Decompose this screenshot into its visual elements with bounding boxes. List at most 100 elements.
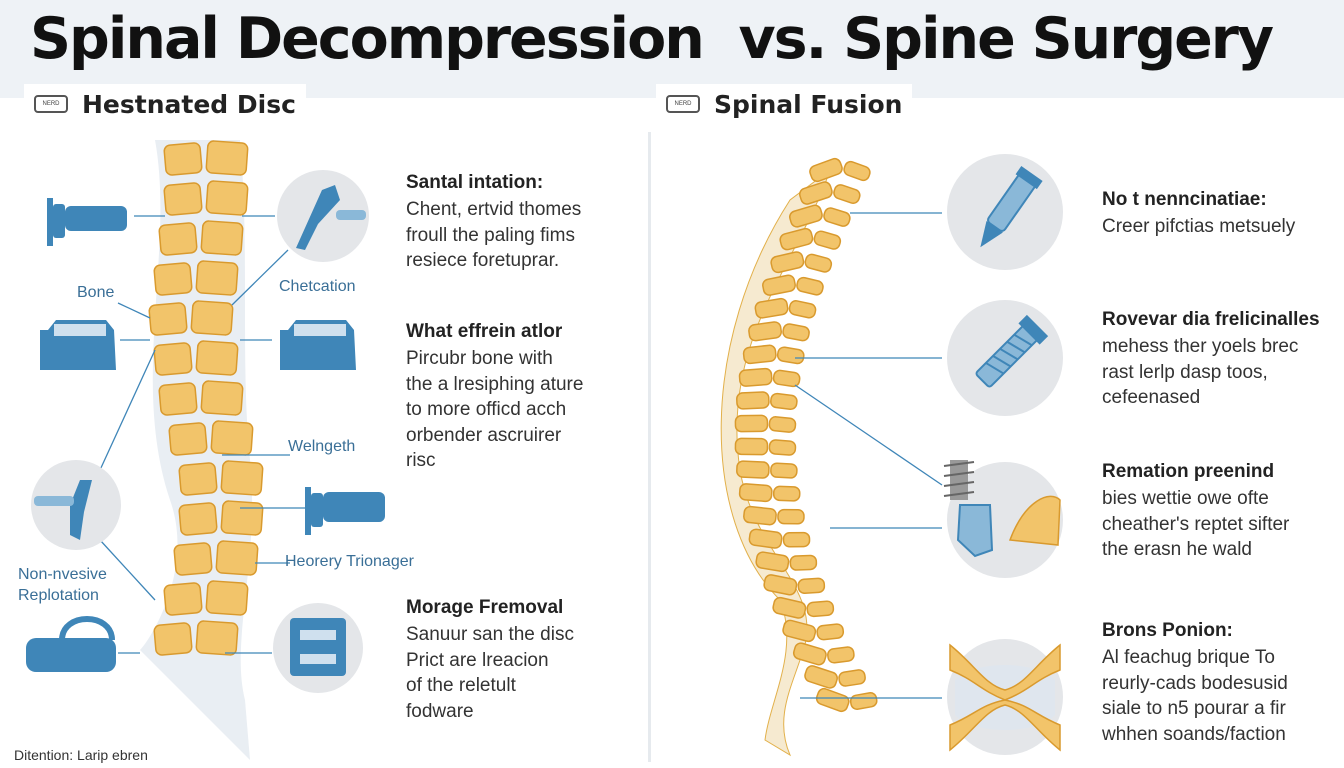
left-block-line: Chent, ertvid thomes [406, 199, 582, 220]
right-vertebra [772, 485, 801, 502]
right-vertebra [796, 276, 824, 296]
right-block-line: the erasn he wald [1102, 539, 1252, 560]
right-vertebra [763, 574, 798, 596]
left-vertebra [205, 580, 249, 616]
left-vertebra [153, 622, 193, 656]
right-vertebra [827, 646, 855, 664]
right-block-heading: Remation preenind [1102, 461, 1275, 482]
right-block-line: whhen soands/faction [1102, 723, 1286, 745]
left-block-heading: Morage Fremoval [406, 597, 564, 618]
right-panel-heading: NERD Spinal Fusion [656, 84, 913, 124]
left-block-line: froull the paling fims [406, 224, 575, 246]
left-block-line: the a lresiphing ature [406, 373, 584, 395]
car-icon [280, 320, 356, 370]
label-welngeth: Welngeth [288, 438, 356, 455]
left-vertebra [163, 182, 203, 216]
left-block-line: to more officd acch [406, 399, 567, 420]
right-block: Remation preenind bies wettie owe ofte che… [1102, 461, 1289, 563]
left-circle-icons [31, 170, 369, 693]
left-vertebra [178, 462, 218, 496]
left-block-heading: Santal intation: [406, 172, 544, 193]
left-tag-icon: NERD [34, 95, 68, 113]
left-vertebra [163, 582, 203, 616]
right-vertebra [768, 439, 797, 456]
right-vertebra [789, 204, 823, 228]
left-block-line: resiece foretuprar. [406, 250, 560, 271]
right-vertebra [779, 227, 814, 251]
left-vertebra [205, 180, 249, 216]
left-block-line: Prict are lreacion [406, 649, 549, 671]
right-heading-label: Spinal Fusion [714, 89, 903, 119]
left-vertebra [205, 140, 249, 176]
left-vertebra [190, 300, 234, 336]
left-panel-heading: NERD Hestnated Disc [24, 84, 306, 124]
right-block-line: reurly-cads bodesusid [1102, 672, 1288, 694]
right-vertebra [816, 623, 845, 641]
left-vertebra [148, 302, 188, 336]
right-vertebra [798, 181, 833, 205]
left-vertebra [200, 220, 244, 256]
left-vertebra [220, 460, 264, 496]
panel-divider [648, 132, 651, 762]
left-vertebra [153, 262, 193, 296]
left-block-line: of the reletult [406, 675, 516, 696]
left-vertebra [210, 420, 254, 456]
left-vertebra [178, 502, 218, 536]
left-vertebra [220, 500, 264, 536]
right-vertebra [768, 416, 797, 433]
right-vertebra [754, 297, 789, 319]
right-circle-icons [943, 154, 1063, 755]
right-vertebra [782, 323, 810, 342]
right-tag-icon: NERD [666, 95, 700, 113]
left-block-line: fodware [406, 700, 474, 722]
caption: Ditention: Larip ebren [14, 747, 148, 763]
right-block-line: siale to n5 pourar a fir [1102, 698, 1286, 719]
left-block-line: orbender ascruirer [406, 424, 562, 446]
syringe-icon [305, 487, 385, 535]
right-vertebra [815, 687, 850, 713]
label-heorery: Heorery Trionager [285, 553, 414, 570]
left-block-line: Pircubr bone with [406, 348, 553, 369]
left-vertebra [195, 620, 239, 656]
left-vertebra [163, 142, 203, 176]
car-icon [40, 320, 116, 370]
right-block-line: bies wettie owe ofte [1102, 488, 1269, 509]
right-block-line: cheather's reptet sifter [1102, 513, 1290, 535]
right-vertebra [770, 392, 798, 411]
left-heading-label: Hestnated Disc [82, 89, 296, 119]
left-spine [140, 140, 264, 760]
page-title: Spinal Decompression vs. Spine Surgery [30, 6, 1274, 72]
left-leader-lines [99, 215, 305, 654]
right-vertebra [782, 531, 811, 548]
right-vertebra [777, 508, 805, 525]
right-vertebra [772, 596, 807, 619]
left-block: Santal intation: Chent, ertvid thomes frou… [406, 172, 581, 274]
right-vertebra [833, 184, 861, 204]
right-block-heading: No t nenncinatiae: [1102, 189, 1267, 210]
label-non-invasive: Non-nvesive Replotation [18, 566, 107, 604]
right-block-line: Creer pifctias metsuely [1102, 216, 1296, 237]
left-block-line: risc [406, 450, 436, 471]
right-vertebra [804, 665, 838, 689]
syringe-icon [47, 198, 127, 246]
right-vertebra [748, 528, 783, 549]
right-vertebra [813, 230, 842, 250]
right-vertebra [823, 207, 851, 227]
right-vertebra [742, 344, 777, 365]
right-vertebra [770, 251, 805, 274]
left-block-line: Sanuur san the disc [406, 624, 574, 645]
left-vertebra [168, 422, 208, 456]
left-block-heading: What effrein atlor [406, 321, 563, 342]
left-vertebra [215, 540, 259, 576]
left-vertebra [158, 382, 198, 416]
right-vertebra [762, 274, 796, 296]
label-chetcation: Chetcation [279, 278, 356, 295]
right-vertebra [738, 483, 773, 503]
left-vertebra [173, 542, 213, 576]
right-vertebra [792, 642, 827, 666]
right-vertebra [809, 157, 843, 183]
right-vertebra [776, 346, 805, 365]
